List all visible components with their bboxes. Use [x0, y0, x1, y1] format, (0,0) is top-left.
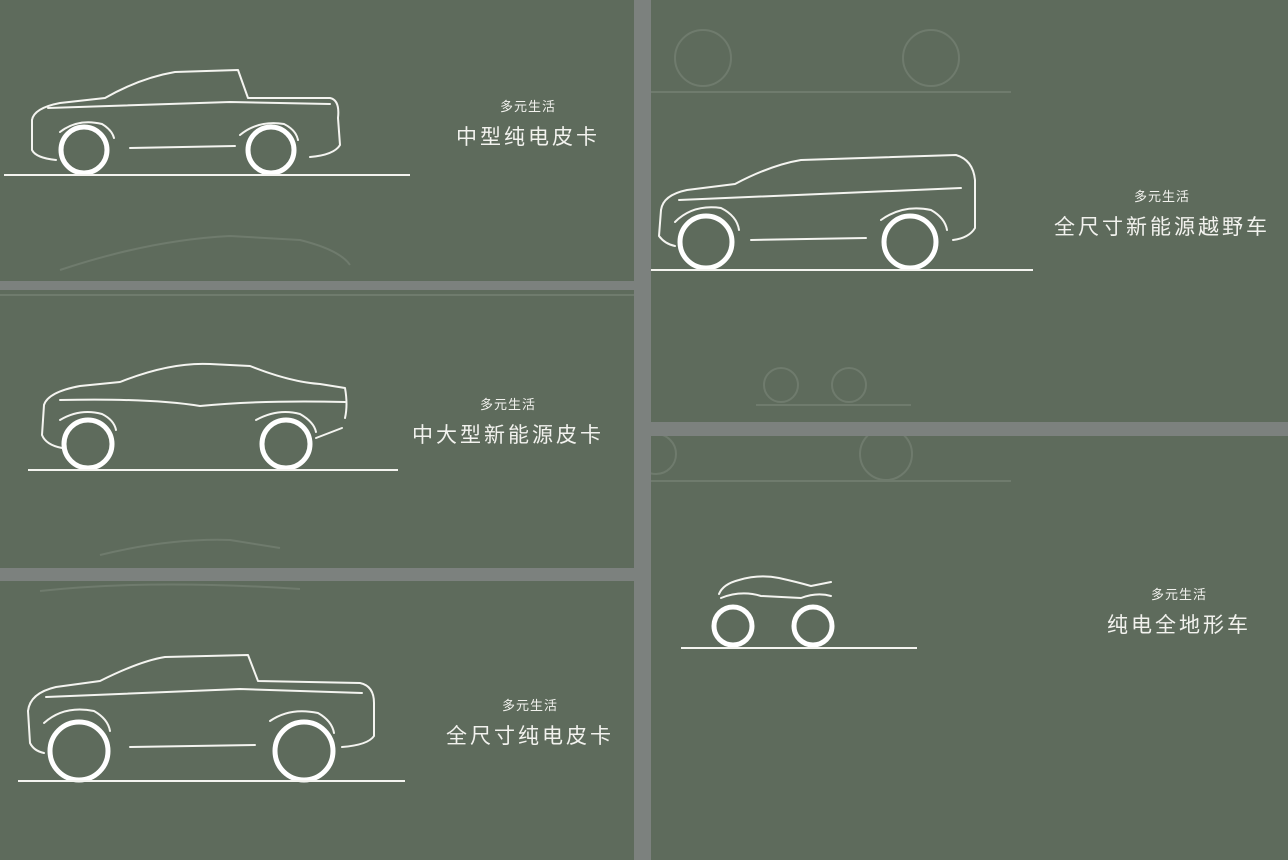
caption-tag: 多元生活	[501, 699, 558, 714]
caption-title: 纯电全地形车	[1107, 613, 1251, 637]
panel-mid-pickup: 多元生活 中型纯电皮卡	[0, 0, 634, 281]
panel-full-suv: 多元生活 全尺寸新能源越野车	[651, 0, 1288, 422]
caption-title: 全尺寸新能源越野车	[1054, 215, 1270, 239]
caption-title: 中型纯电皮卡	[456, 125, 600, 149]
mid-pickup-sketch	[4, 69, 410, 271]
caption-mid-pickup: 多元生活 中型纯电皮卡	[420, 96, 634, 151]
caption-full-pickup: 多元生活 全尺寸纯电皮卡	[422, 695, 634, 750]
caption-full-suv: 多元生活 全尺寸新能源越野车	[1039, 186, 1285, 241]
caption-title: 全尺寸纯电皮卡	[446, 724, 614, 748]
atv-sketch	[651, 436, 1011, 649]
panel-mid-large-pickup: 多元生活 中大型新能源皮卡	[0, 290, 634, 568]
caption-mid-large-pickup: 多元生活 中大型新能源皮卡	[400, 394, 616, 449]
caption-tag: 多元生活	[1133, 190, 1190, 205]
full-suv-sketch	[651, 29, 1033, 406]
caption-atv: 多元生活 纯电全地形车	[1071, 584, 1287, 639]
panel-full-pickup: 多元生活 全尺寸纯电皮卡	[0, 581, 634, 860]
caption-tag: 多元生活	[499, 100, 556, 115]
caption-title: 中大型新能源皮卡	[412, 423, 604, 447]
caption-tag: 多元生活	[1150, 588, 1207, 603]
caption-tag: 多元生活	[479, 398, 536, 413]
full-pickup-sketch	[18, 583, 405, 783]
panel-atv: 多元生活 纯电全地形车	[651, 436, 1288, 860]
mid-large-pickup-sketch	[0, 294, 634, 556]
